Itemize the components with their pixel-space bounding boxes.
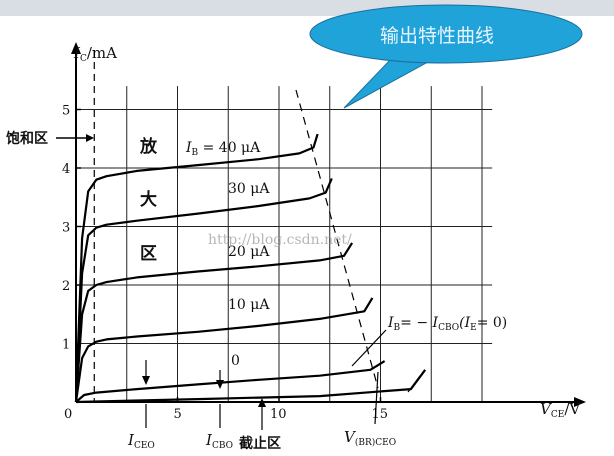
watermark: http://blog.csdn.net/ [208, 232, 352, 248]
curve-1 [74, 178, 333, 403]
series-label: 20 μA [228, 244, 270, 260]
saturation-region-arrowhead [86, 134, 94, 142]
x-tick-label: 10 [270, 407, 287, 422]
callout-bubble [309, 4, 583, 64]
curve-2 [74, 242, 354, 403]
icbo-arrowhead [216, 380, 224, 389]
y-axis-arrow [71, 42, 81, 54]
iceo-label: ICEO [127, 431, 155, 451]
saturation-region-label: 饱和区 [6, 130, 48, 147]
y-axis-label: IC/mA [73, 44, 117, 64]
y-tick-label: 4 [62, 162, 70, 177]
vbr-leader [374, 371, 379, 425]
vbr-label: V(BR)CEO [344, 428, 396, 448]
origin-label: 0 [64, 407, 72, 422]
cutoff-region-label: 截止区 [239, 435, 281, 452]
ib-equation-label: IB= − ICBO(IE= 0) [387, 315, 507, 333]
callout-pointer [343, 57, 430, 109]
series-label: 10 μA [228, 297, 270, 313]
cutoff-arrowhead [258, 398, 266, 407]
y-tick-label: 1 [62, 338, 70, 353]
curve-4 [75, 360, 386, 403]
series-label: 0 [231, 353, 240, 369]
curve-0 [74, 133, 319, 403]
active-region-label: 放 [139, 136, 158, 157]
x-axis-label: VCE/V [540, 400, 581, 420]
breakdown-boundary-line [295, 89, 379, 389]
series-label: 30 μA [228, 181, 270, 197]
y-tick-label: 2 [62, 279, 70, 294]
ib-zero-leader [407, 375, 421, 393]
series-label: IB = 40 μA [185, 140, 261, 158]
curve-3 [74, 297, 374, 403]
ib-equation-leader [351, 329, 387, 367]
y-tick-label: 5 [62, 104, 70, 119]
x-tick-label: 15 [372, 407, 389, 422]
callout-text: 输出特性曲线 [380, 25, 494, 47]
y-tick-label: 3 [62, 221, 70, 236]
x-axis-arrow [574, 397, 586, 407]
iceo-arrowhead [142, 376, 150, 385]
icbo-label: ICBO [205, 431, 233, 451]
active-region-label: 区 [140, 244, 157, 264]
curve-5 [75, 369, 427, 404]
active-region-label: 大 [140, 189, 157, 210]
x-tick-label: 5 [174, 407, 182, 422]
